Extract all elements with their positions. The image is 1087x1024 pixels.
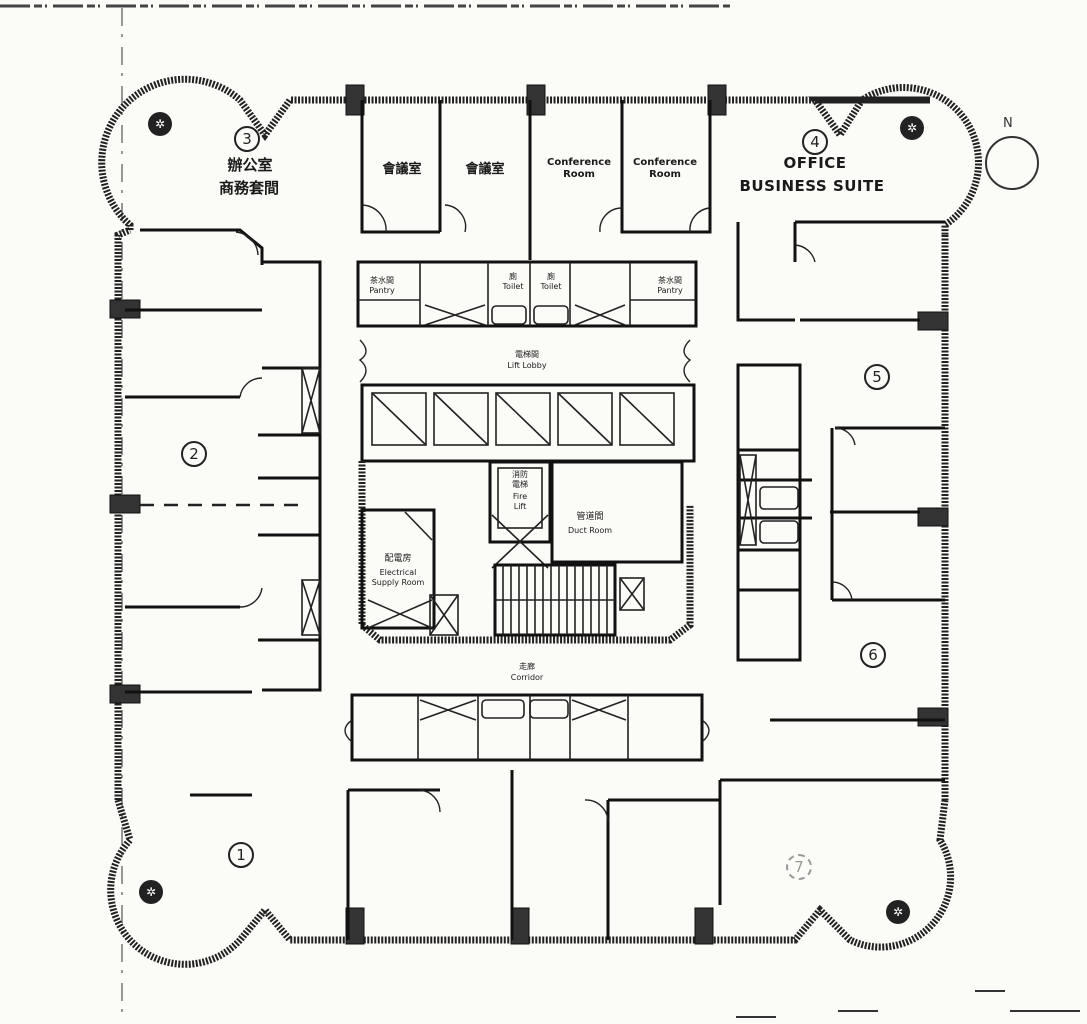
fire-lift-cn-2: 電梯 xyxy=(512,480,528,489)
meeting-room-walls xyxy=(360,100,712,260)
electrical-room-cn: 配電房 xyxy=(384,554,412,564)
unit-6-number: 6 xyxy=(860,642,886,668)
fire-lift-en-2: Lift xyxy=(513,502,527,511)
pantry-right-cn: 茶水間 xyxy=(658,276,682,285)
scan-artifact xyxy=(975,990,1005,992)
conference-room-2-line1: Conference xyxy=(632,157,697,168)
unit-4-number: 4 xyxy=(802,129,828,155)
electrical-room-en-1: Electrical xyxy=(379,568,417,577)
pantry-right-en: Pantry xyxy=(657,286,683,295)
lift-lobby-cn: 電梯間 xyxy=(515,350,539,359)
structural-columns xyxy=(109,84,949,945)
fire-lift-cn-1: 消防 xyxy=(512,470,528,479)
toilet-left-cn: 廁 xyxy=(509,272,517,281)
north-core-band xyxy=(356,260,698,328)
toilet-right-en: Toilet xyxy=(540,282,562,291)
pantry-left-en: Pantry xyxy=(369,286,395,295)
north-compass-icon xyxy=(985,136,1039,190)
unit-4-name-line1: OFFICE xyxy=(783,154,847,172)
corridor-en: Corridor xyxy=(510,673,544,682)
pantry-left-cn: 茶水間 xyxy=(370,276,394,285)
fire-lift-en-1: Fire xyxy=(512,492,528,501)
unit-1-number: 1 xyxy=(228,842,254,868)
structural-column-icon: ✲ xyxy=(148,112,172,136)
toilet-right-cn: 廁 xyxy=(547,272,555,281)
exterior-wall xyxy=(98,75,982,968)
compass-north-label: N xyxy=(1003,116,1013,131)
structural-column-icon: ✲ xyxy=(886,900,910,924)
unit-2-number: 2 xyxy=(181,441,207,467)
unit-7-number: 7 xyxy=(786,854,812,880)
scan-artifact xyxy=(736,1016,776,1018)
service-core xyxy=(358,460,694,644)
duct-room-cn: 管道間 xyxy=(576,512,604,522)
stairs xyxy=(493,563,617,637)
conference-room-2-line2: Room xyxy=(649,169,681,180)
structural-column-icon: ✲ xyxy=(900,116,924,140)
meeting-room-2-label: 會議室 xyxy=(465,162,505,177)
corridor-cn: 走廊 xyxy=(519,662,535,671)
lift-lobby-en: Lift Lobby xyxy=(507,361,547,370)
scan-artifact xyxy=(1010,1010,1080,1012)
duct-room-en: Duct Room xyxy=(567,526,613,535)
east-core-strip xyxy=(736,363,812,662)
unit-5-number: 5 xyxy=(864,364,890,390)
toilet-left-en: Toilet xyxy=(502,282,524,291)
unit-4-name-line2: BUSINESS SUITE xyxy=(739,177,885,195)
conference-room-1-line2: Room xyxy=(563,169,595,180)
unit-3-name-line1: 辦公室 xyxy=(227,156,273,174)
structural-column-icon: ✲ xyxy=(139,880,163,904)
south-core-band xyxy=(344,693,710,762)
conference-room-1-line1: Conference xyxy=(546,157,611,168)
unit-3-number: 3 xyxy=(234,126,260,152)
scan-artifact xyxy=(838,1010,878,1012)
electrical-room-en-2: Supply Room xyxy=(371,578,425,587)
unit-3-name-line2: 商務套間 xyxy=(218,179,279,197)
west-core-strip xyxy=(258,260,322,692)
meeting-room-1-label: 會議室 xyxy=(382,162,422,177)
